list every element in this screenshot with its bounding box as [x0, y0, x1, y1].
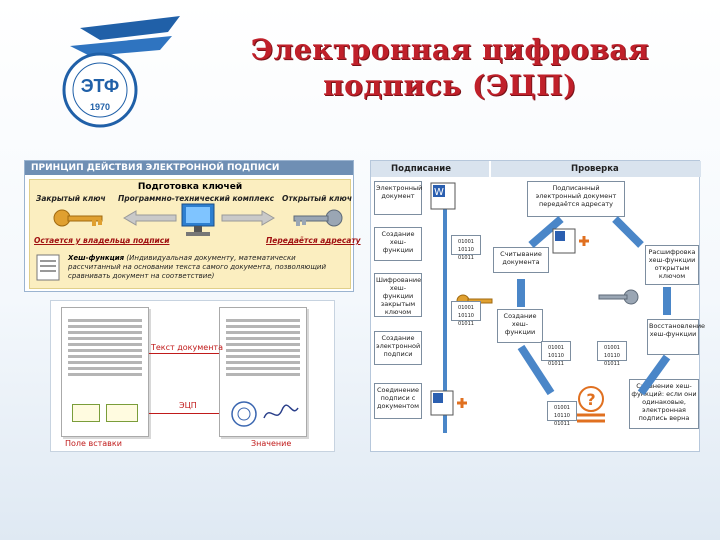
signing-column-header: Подписание [371, 161, 489, 177]
hash-function-description: Хеш-функция (Индивидуальная документу, м… [68, 254, 348, 281]
verification-column-header: Проверка [491, 161, 701, 177]
logo-letters: ЭТФ [81, 76, 119, 96]
flow-step-signed-document-sent: Подписанный электронный документ передаё… [527, 181, 625, 217]
key-preparation-box: Подготовка ключей Закрытый ключ Программ… [29, 179, 361, 289]
gray-key-icon [293, 209, 343, 227]
binary-hash-box: 01001 10110 01011 [451, 235, 481, 261]
signing-flow-arrow [443, 183, 447, 433]
etf-logo: ЭТФ 1970 [62, 16, 180, 128]
signed-document-panel: Текст документа ЭЦП Поле вставки Значени… [50, 300, 335, 452]
word-document-icon: W [430, 182, 456, 210]
hash-function-text: (Индивидуальная документу, математически… [68, 254, 327, 280]
binary-hash-box: 01001 10110 01011 [451, 301, 481, 327]
hash-function-term: Хеш-функция [68, 254, 125, 262]
text-label-leader [149, 353, 219, 354]
flow-step-create-hash: Создание хеш-функции [374, 227, 422, 261]
logo-year: 1970 [90, 102, 110, 112]
software-complex-label: Программно-технический комплекс [118, 194, 275, 203]
value-label: Значение [251, 439, 292, 448]
document-plus-icon [430, 390, 467, 416]
ecp-label-leader [149, 413, 219, 414]
document-text-label: Текст документа [151, 343, 223, 352]
flow-step-decrypt-hash: Расшифровка хеш-функции открытым ключом [645, 245, 699, 285]
flow-step-join-signature: Соединение подписи с документом [374, 383, 422, 419]
title-line-1: Электронная цифровая [250, 33, 650, 66]
stays-with-owner-label: Остается у владельца подписи [34, 236, 170, 245]
binary-hash-box: 01001 10110 01011 [547, 401, 577, 427]
sent-to-addressee-label: Передаётся адресату [266, 236, 361, 245]
insert-field-label: Поле вставки [65, 439, 122, 448]
binary-hash-box: 01001 10110 01011 [597, 341, 627, 367]
ecp-label: ЭЦП [179, 401, 197, 410]
slide-title: Электронная цифровая подпись (ЭЦП) [200, 32, 700, 104]
flow-step-encrypt-hash: Шифрование хеш-функции закрытым ключом [374, 273, 422, 317]
principle-panel: ПРИНЦИП ДЕЙСТВИЯ ЭЛЕКТРОННОЙ ПОДПИСИ Под… [24, 160, 361, 292]
gray-key-icon [598, 289, 639, 305]
arrow-left-icon [123, 210, 177, 226]
public-key-label: Открытый ключ [282, 194, 352, 203]
document-template [61, 307, 149, 437]
flow-step-electronic-document: Электронный документ [374, 181, 422, 215]
binary-document-icon [36, 254, 60, 281]
flow-step-create-hash-verify: Создание хеш-функции [497, 309, 543, 343]
flow-step-restore-hash: Восстановление хеш-функции [647, 319, 705, 355]
principle-header: ПРИНЦИП ДЕЙСТВИЯ ЭЛЕКТРОННОЙ ПОДПИСИ [25, 161, 353, 175]
flow-step-create-signature: Создание электронной подписи [374, 331, 422, 365]
gold-key-icon [53, 209, 103, 227]
key-preparation-title: Подготовка ключей [137, 182, 243, 192]
svg-text:W: W [434, 187, 444, 198]
signing-verification-flow: Подписание Проверка Электронный документ… [370, 160, 705, 452]
word-document-icon [552, 228, 589, 254]
arrow-right-icon [221, 210, 275, 226]
insert-field-box [106, 404, 138, 422]
svg-text:?: ? [586, 390, 595, 409]
flow-step-read-document: Считывание документа [493, 247, 549, 273]
signed-document [219, 307, 307, 437]
computer-icon [181, 203, 215, 236]
binary-hash-box: 01001 10110 01011 [541, 341, 571, 367]
insert-field-box [72, 404, 100, 422]
title-line-2: подпись (ЭЦП) [323, 69, 577, 102]
stamp-and-signature-icon [231, 401, 299, 427]
verification-flow-arrows: ? [517, 215, 671, 423]
private-key-label: Закрытый ключ [36, 194, 106, 203]
